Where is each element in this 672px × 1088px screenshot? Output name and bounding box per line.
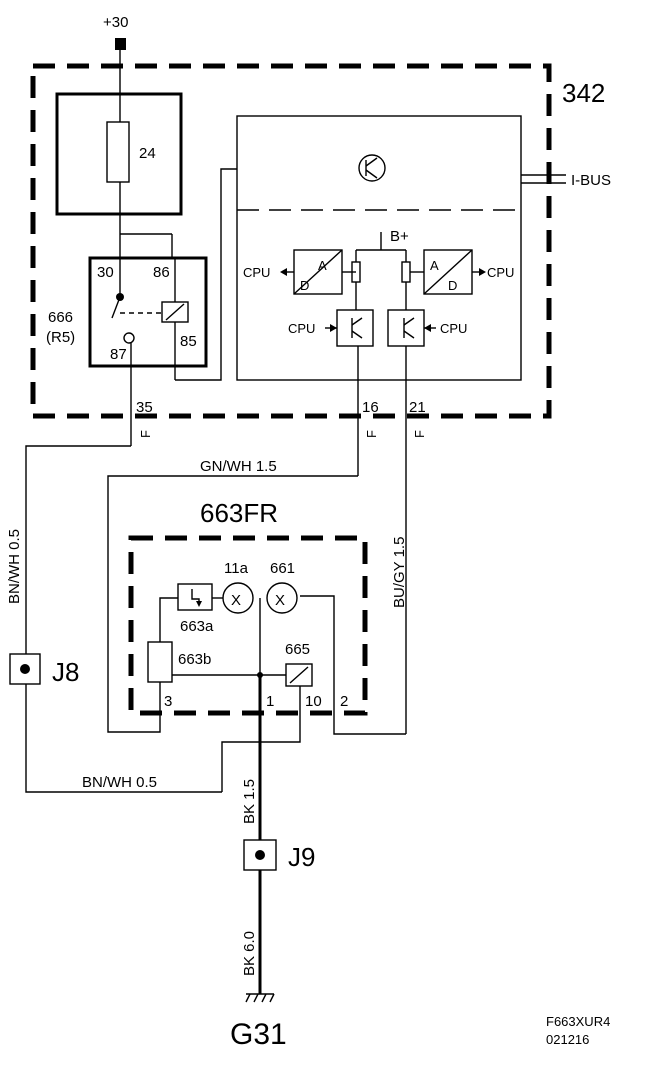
relay-contact-87 bbox=[123, 332, 135, 344]
junction-j8-node bbox=[20, 664, 30, 674]
relay-pin-86: 86 bbox=[153, 264, 170, 281]
relay-pin-30: 30 bbox=[97, 264, 114, 281]
driver-right-arrow bbox=[424, 324, 431, 332]
relay-pin-87: 87 bbox=[110, 346, 127, 363]
driver-left bbox=[336, 309, 374, 347]
module-663fr-label: 663FR bbox=[200, 498, 278, 528]
wire-bnwh-to-j8 bbox=[25, 445, 131, 654]
relay-coil-diag bbox=[165, 303, 185, 321]
ground-label: G31 bbox=[230, 1018, 287, 1051]
relay-contact-arm bbox=[111, 296, 121, 319]
connector-f-21: F bbox=[412, 430, 427, 438]
module-342-label: 342 bbox=[562, 78, 605, 108]
component-663b bbox=[147, 641, 173, 683]
relay-label: 666 bbox=[48, 309, 73, 326]
driver-right-c bbox=[403, 317, 415, 326]
ground-hatch-2 bbox=[253, 993, 259, 1003]
component-663a-label: 663a bbox=[180, 618, 214, 635]
pin-16: 16 bbox=[362, 399, 379, 416]
lamp-11a-symbol: X bbox=[231, 592, 241, 609]
ad-right-a: A bbox=[430, 258, 439, 273]
cpu-label-3: CPU bbox=[288, 321, 315, 336]
transistor-emitter bbox=[365, 169, 378, 179]
ad-left-diag bbox=[293, 249, 343, 295]
wire-pin10 bbox=[221, 686, 301, 792]
wire-bugy bbox=[300, 595, 406, 735]
pin-21: 21 bbox=[409, 399, 426, 416]
lamp-661 bbox=[266, 582, 298, 614]
component-665-diag bbox=[289, 666, 309, 684]
pin-10: 10 bbox=[305, 693, 322, 710]
component-665-label: 665 bbox=[285, 641, 310, 658]
driver-left-e bbox=[351, 330, 363, 339]
ad-left-a: A bbox=[318, 258, 327, 273]
lamp-661-symbol: X bbox=[275, 592, 285, 609]
pin-1: 1 bbox=[266, 693, 274, 710]
pin-35: 35 bbox=[136, 399, 153, 416]
supply-terminal bbox=[115, 38, 126, 50]
cpu-label-1: CPU bbox=[243, 265, 270, 280]
component-663b-label: 663b bbox=[178, 651, 211, 668]
ad-right-diag bbox=[423, 249, 473, 295]
ad-left-d: D bbox=[300, 278, 309, 293]
relay-pin-85: 85 bbox=[180, 333, 197, 350]
driver-left-c bbox=[351, 317, 363, 326]
fuse-label: 24 bbox=[139, 145, 156, 162]
relay-sublabel: (R5) bbox=[46, 329, 75, 346]
ground-hatch-3 bbox=[261, 993, 267, 1003]
connector-f-16: F bbox=[364, 430, 379, 438]
junction-j8-label: J8 bbox=[52, 657, 79, 687]
wire-bnwh-bottom bbox=[25, 684, 222, 793]
bplus-label: B+ bbox=[390, 228, 409, 245]
component-663a-arrow bbox=[196, 601, 202, 607]
ground-hatch-1 bbox=[245, 993, 251, 1003]
fuse-box bbox=[55, 92, 183, 216]
fuse bbox=[106, 121, 130, 183]
lamp-661-label: 661 bbox=[270, 560, 295, 577]
wire-85-to-ecu bbox=[175, 168, 237, 381]
ground-hatch-4 bbox=[269, 993, 275, 1003]
ad-right-arrow bbox=[479, 268, 486, 276]
supply-label: +30 bbox=[103, 14, 128, 31]
wire-label-bugy: BU/GY 1.5 bbox=[391, 537, 408, 608]
ibus-label: I-BUS bbox=[571, 172, 611, 189]
footer-date: 021216 bbox=[546, 1032, 589, 1047]
driver-right bbox=[387, 309, 425, 347]
ad-right-d: D bbox=[448, 278, 457, 293]
transistor-collector bbox=[365, 157, 378, 167]
wire-label-gnwh: GN/WH 1.5 bbox=[200, 458, 277, 475]
wire-label-bk15: BK 1.5 bbox=[241, 779, 258, 824]
pin-2: 2 bbox=[340, 693, 348, 710]
junction-j9-label: J9 bbox=[288, 842, 315, 872]
cpu-label-4: CPU bbox=[440, 321, 467, 336]
junction-j9-node bbox=[255, 850, 265, 860]
component-663a bbox=[177, 583, 213, 611]
resistor-right bbox=[401, 261, 411, 283]
ad-left-arrow bbox=[280, 268, 287, 276]
wire-label-bnwh-h: BN/WH 0.5 bbox=[82, 774, 157, 791]
wire-663a-left bbox=[159, 597, 178, 642]
driver-right-e bbox=[403, 330, 415, 339]
connector-f-35: F bbox=[138, 430, 153, 438]
cpu-label-2: CPU bbox=[487, 265, 514, 280]
control-unit-box bbox=[236, 115, 522, 381]
wire-label-bnwh-v: BN/WH 0.5 bbox=[6, 529, 23, 604]
footer-code: F663XUR4 bbox=[546, 1014, 610, 1029]
lamp-11a-label: 11a bbox=[224, 560, 249, 577]
module-663fr-border bbox=[128, 535, 368, 716]
wire-label-bk60: BK 6.0 bbox=[241, 931, 258, 976]
transistor-icon bbox=[358, 154, 386, 182]
driver-left-arrow bbox=[330, 324, 337, 332]
module-342-border bbox=[30, 63, 552, 419]
pin-3: 3 bbox=[164, 693, 172, 710]
